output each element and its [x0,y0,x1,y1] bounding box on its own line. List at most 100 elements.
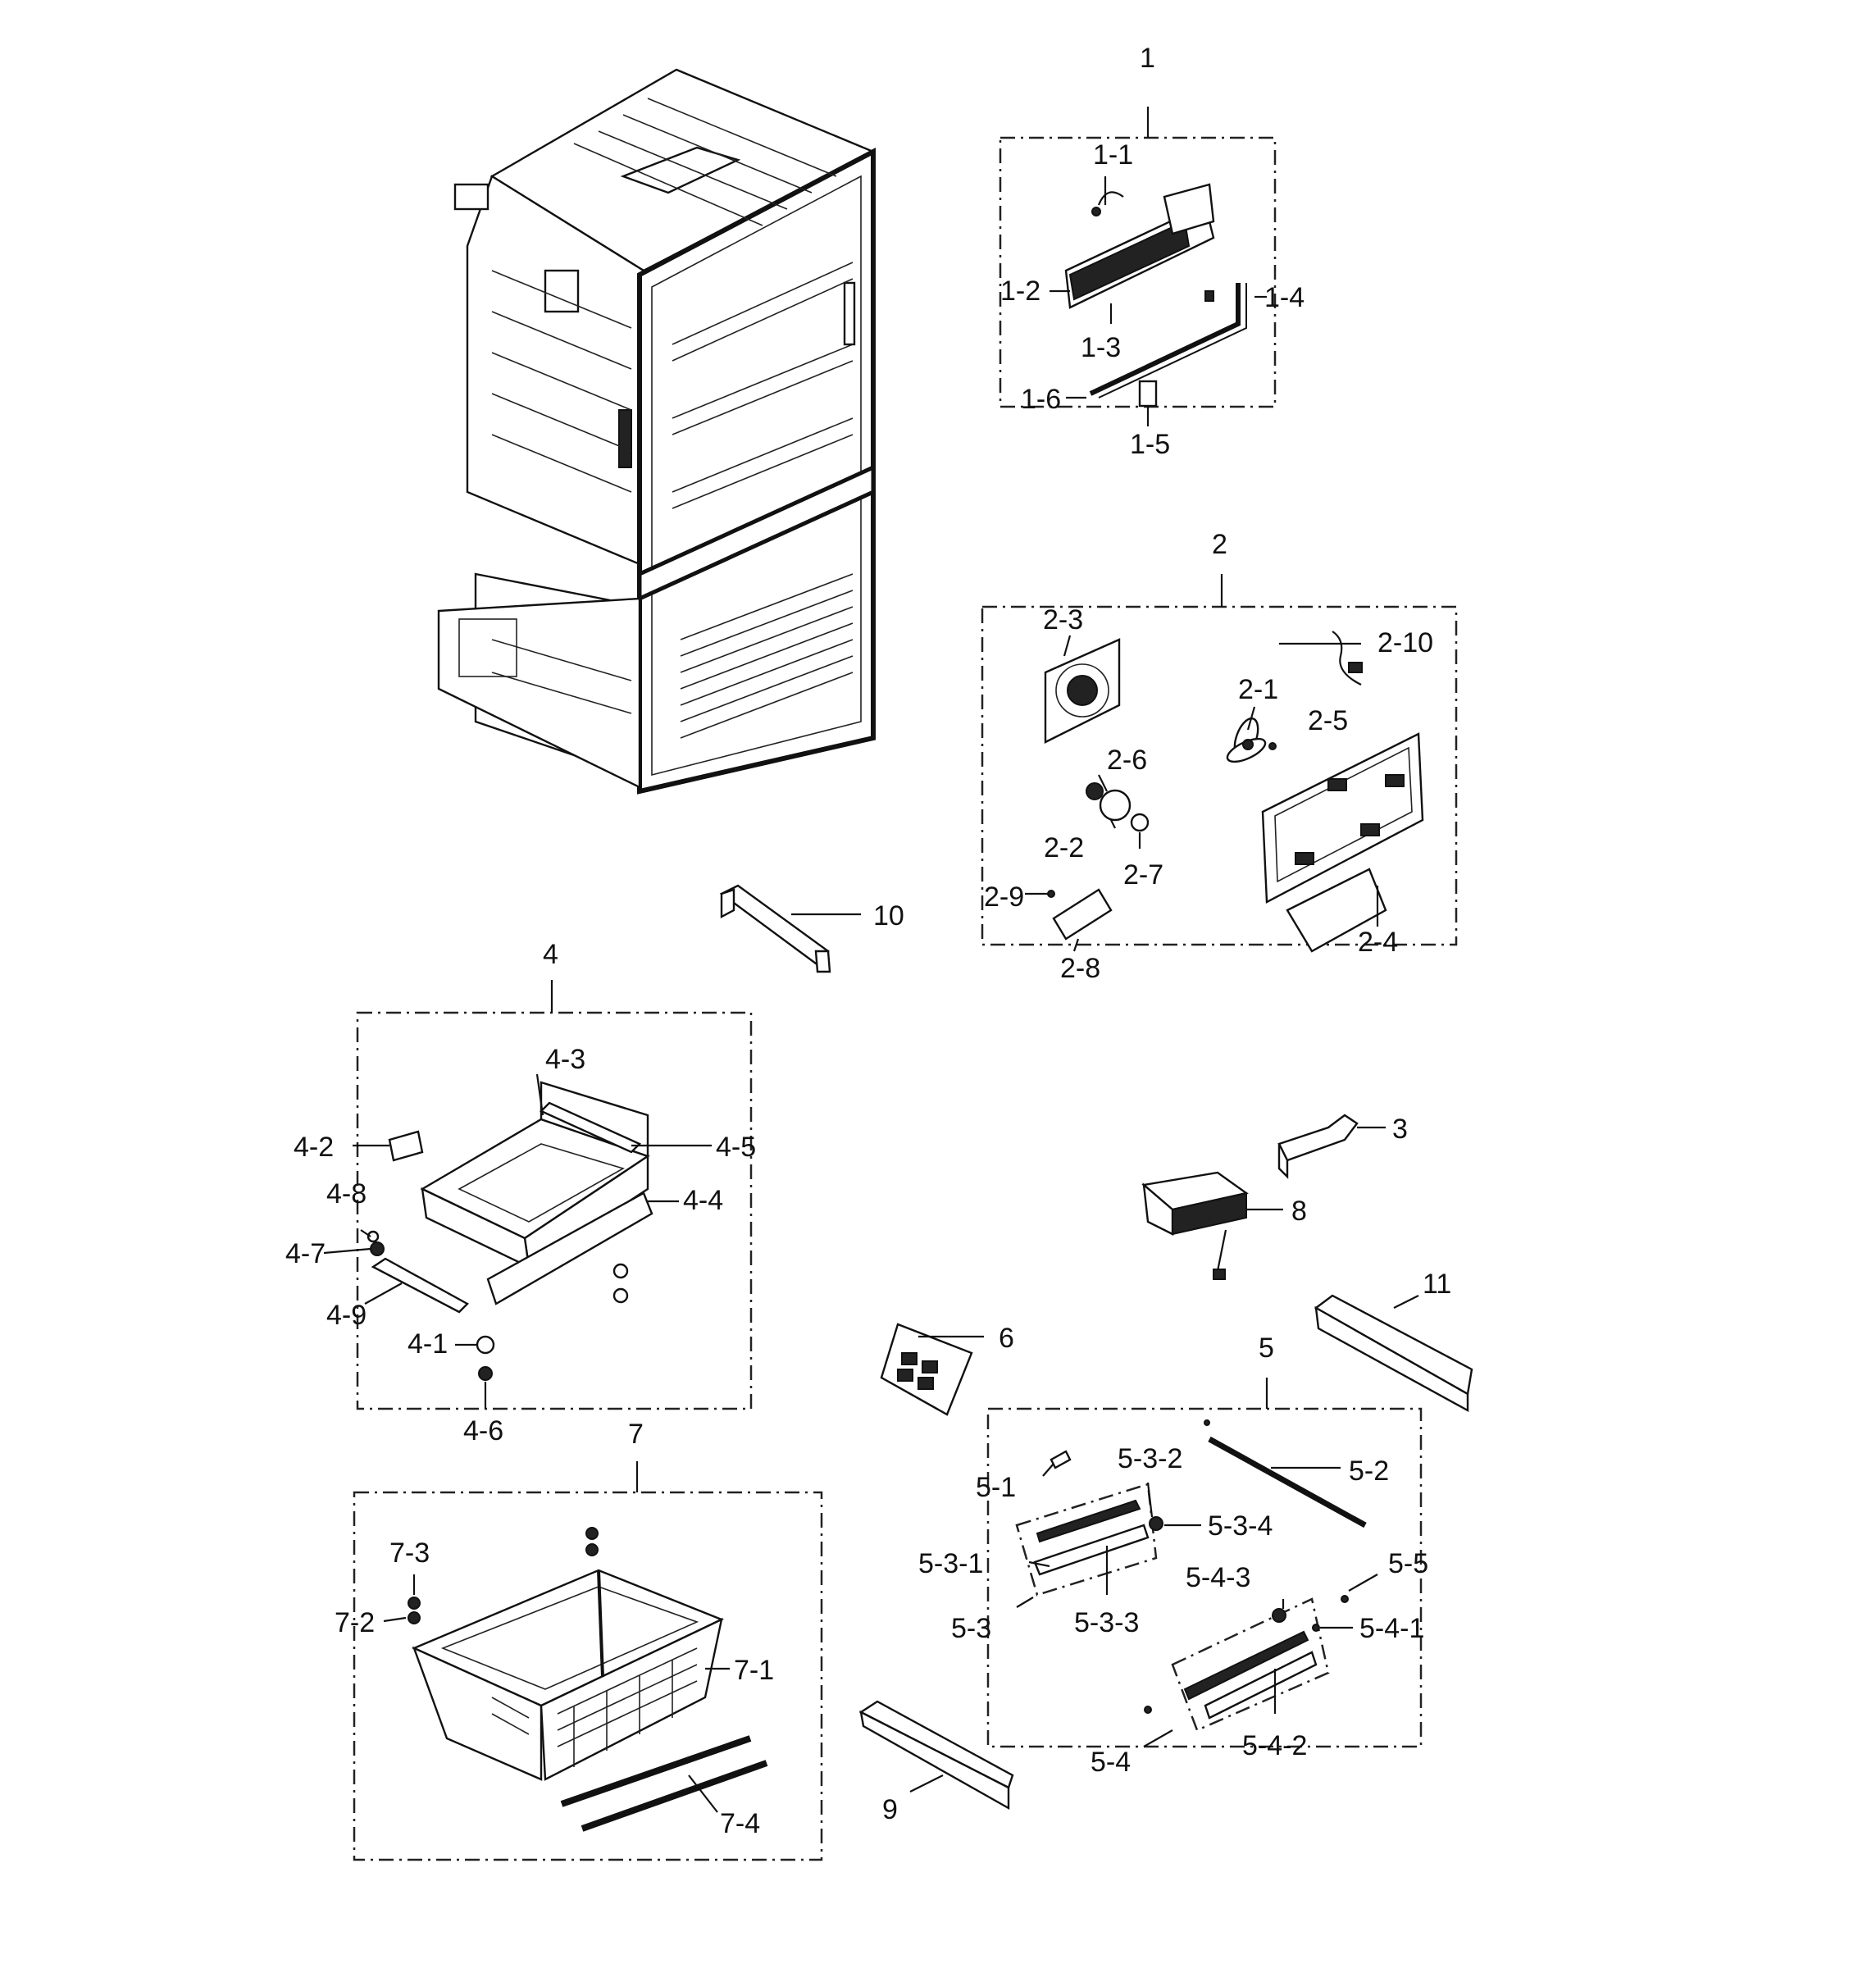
part-5-1 [1050,1450,1072,1469]
bracket-2-8 [1052,888,1113,941]
part-1-2-label: 1-2 [1000,276,1040,307]
part-4-3-label: 4-3 [545,1044,585,1075]
part-5-4-3-label: 5-4-3 [1186,1562,1250,1593]
cabinet-shelf-ribs [672,262,854,739]
part-8: 8 [1141,1171,1307,1280]
sub-assembly-5-3 [1015,1483,1158,1597]
part-4-1-label: 4-1 [408,1328,448,1360]
part-2-4-label: 2-4 [1358,927,1398,958]
part-5-2-label: 5-2 [1349,1456,1389,1487]
part-7-4-label: 7-4 [720,1808,760,1839]
part-1-4-label: 1-4 [1264,282,1305,313]
group-1-label: 1 [1140,43,1155,74]
part-4-9-label: 4-9 [326,1300,367,1331]
grommet-2-6 [1086,782,1104,800]
group-7-basket-assembly: 7 7-3 7-2 7-1 7- [335,1419,823,1861]
roller-4-1 [476,1335,495,1355]
part-2-2-label: 2-2 [1044,832,1084,863]
part-4-7-label: 4-7 [285,1238,326,1269]
part-5-3-4-label: 5-3-4 [1208,1510,1273,1542]
part-3-label: 3 [1392,1114,1408,1145]
group-2-label: 2 [1212,529,1227,560]
group-7-label: 7 [628,1419,644,1450]
rod-7-4-b [581,1760,768,1832]
part-2-1-label: 2-1 [1238,674,1278,705]
group-5-label: 5 [1259,1332,1274,1364]
part-11: 11 [1314,1269,1473,1413]
part-4-8-label: 4-8 [326,1178,367,1210]
rod-5-2 [1208,1436,1367,1528]
fan-motor-2-2 [1099,789,1132,822]
drawer-front-rail [486,1191,653,1305]
cover-4-2 [388,1130,424,1162]
part-5-5-label: 5-5 [1388,1548,1428,1579]
grommet-2-7 [1130,813,1150,832]
stopper-7-2 [408,1611,421,1624]
part-7-3-label: 7-3 [389,1538,430,1569]
group-1-evaporator-assembly: 1 1-1 1-2 1-3 1-4 1-5 1-6 [999,43,1305,460]
sub-assembly-5-4 [1171,1597,1330,1732]
rail-4-5 [539,1101,642,1154]
part-7-1-label: 7-1 [734,1655,774,1686]
group-4-drawer-assembly: 4 4-3 4-2 4-5 4-4 4-8 4-7 [285,939,756,1446]
basket-mesh [491,1647,698,1767]
cap-4-8 [367,1230,380,1243]
part-11-label: 11 [1423,1269,1451,1300]
stopper-4-7 [370,1241,385,1256]
part-7-2-label: 7-2 [335,1607,375,1638]
group-5-boundary [986,1407,1423,1748]
defrost-heater [1089,283,1241,396]
part-9: 9 [858,1700,1014,1825]
group-7-boundary [353,1491,823,1861]
group-2-boundary [981,605,1458,946]
part-2-3-label: 2-3 [1043,604,1083,636]
part-5-4-1-label: 5-4-1 [1359,1613,1424,1644]
part-6: 6 [880,1323,1014,1416]
part-6-label: 6 [999,1323,1014,1354]
roller-4-6 [478,1366,493,1381]
part-10-label: 10 [873,900,904,932]
part-3: 3 [1277,1114,1408,1179]
part-2-9-label: 2-9 [984,882,1024,913]
refrigerator-cabinet [437,68,876,795]
part-2-6-label: 2-6 [1107,745,1147,776]
screw-2-9 [1047,890,1055,898]
wire-harness-2-10 [1332,631,1362,686]
part-8-label: 8 [1291,1196,1307,1227]
group-4-label: 4 [543,939,558,970]
group-4-boundary [356,1011,753,1410]
part-9-label: 9 [882,1794,898,1825]
part-4-5-label: 4-5 [716,1132,756,1163]
part-4-4-label: 4-4 [683,1185,723,1216]
part-2-5-label: 2-5 [1308,705,1348,736]
rail-4-9 [371,1257,469,1314]
cap-7-3 [408,1597,421,1610]
part-5-3-1-label: 5-3-1 [918,1548,983,1579]
group-2-fan-assembly: 2 [981,529,1458,984]
part-1-6-label: 1-6 [1021,384,1061,415]
part-2-8-label: 2-8 [1060,953,1100,984]
part-1-1-label: 1-1 [1093,139,1133,171]
part-5-4-2-label: 5-4-2 [1242,1730,1307,1761]
part-2-10-label: 2-10 [1377,627,1433,658]
part-4-2-label: 4-2 [294,1132,334,1163]
screw-2-5 [1268,742,1277,750]
thermistor-wire [1097,191,1124,206]
fan-blade [1226,717,1267,763]
fuse-1-4 [1204,290,1214,302]
part-1-3-label: 1-3 [1081,332,1121,363]
part-10: 10 [719,884,904,973]
rod-7-4-a [560,1735,752,1807]
part-5-4-label: 5-4 [1091,1747,1131,1778]
group-5-slide-assembly: 5 5-1 5-2 5-3-2 5-3-4 5-3 [918,1332,1428,1778]
group-1-boundary [999,136,1277,408]
part-5-3-2-label: 5-3-2 [1118,1443,1182,1474]
part-4-6-label: 4-6 [463,1415,503,1446]
part-5-3-label: 5-3 [951,1613,991,1644]
part-5-3-3-label: 5-3-3 [1074,1607,1139,1638]
part-1-5-label: 1-5 [1130,429,1170,460]
part-2-7-label: 2-7 [1123,859,1163,891]
part-5-1-label: 5-1 [976,1472,1016,1503]
bracket-1-5 [1138,380,1158,408]
